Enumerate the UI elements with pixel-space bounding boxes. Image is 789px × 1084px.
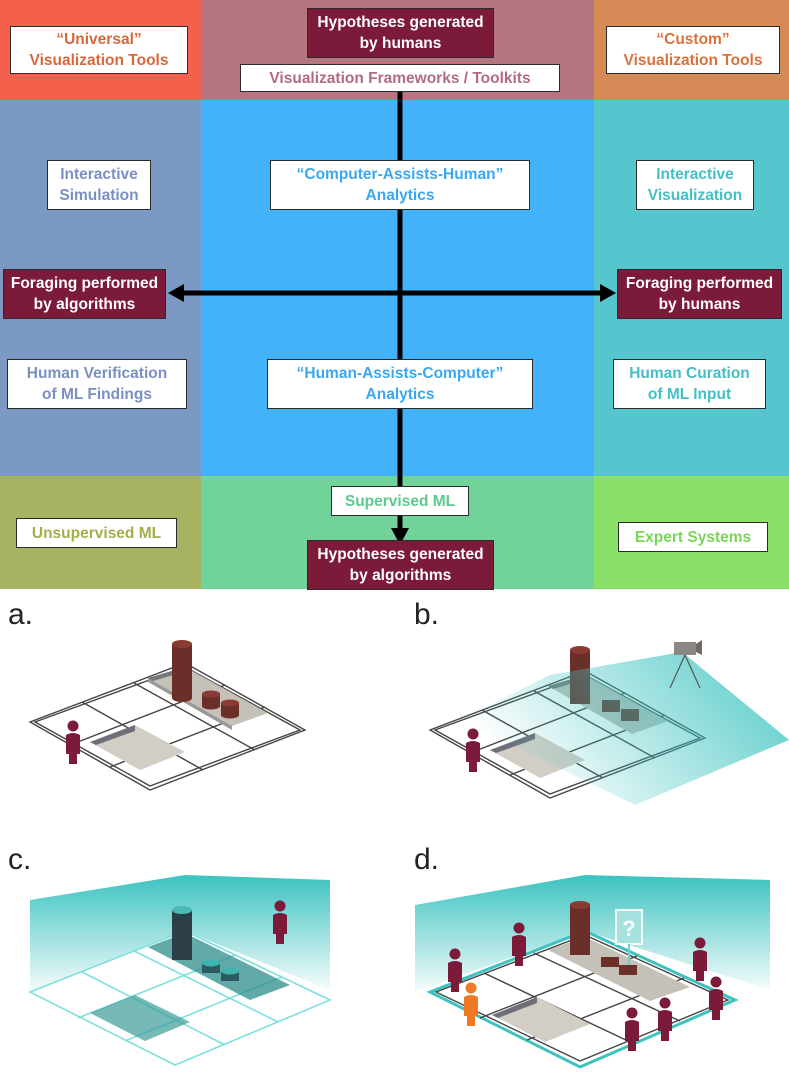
pit-bottom [90, 995, 190, 1041]
person-figure [658, 997, 672, 1041]
panel-c-letter: c. [8, 843, 32, 876]
person-figure [693, 937, 707, 981]
panel-c-illustration [28, 875, 332, 1066]
person-figures [448, 922, 723, 1051]
cylinders-short [601, 957, 637, 975]
unsupervised-ml-label: Unsupervised ML [16, 518, 177, 548]
human-verification-label: Human Verification of ML Findings [7, 359, 187, 409]
person-figure [625, 1007, 639, 1051]
cylinder-tall [172, 906, 192, 960]
wall-right [185, 875, 330, 990]
cylinders-short [202, 959, 239, 981]
cylinder-tall [570, 901, 590, 955]
person-figure [66, 720, 80, 764]
foraging-by-humans-label: Foraging performed by humans [617, 269, 782, 319]
hypotheses-by-humans-label: Hypotheses generated by humans [307, 8, 494, 58]
wall-left [30, 875, 185, 992]
cylinder-short-1 [202, 690, 220, 710]
panel-a-letter: a. [8, 598, 34, 631]
pit-bottom [90, 725, 185, 770]
computer-assists-human-label: “Computer-Assists-Human” Analytics [270, 160, 530, 210]
interactive-simulation-label: Interactive Simulation [47, 160, 151, 210]
person-figure-highlighted [464, 982, 478, 1026]
hypotheses-by-algorithms-label: Hypotheses generated by algorithms [307, 540, 494, 590]
panel-b-illustration [428, 640, 789, 805]
question-sign [615, 909, 643, 965]
cylinder-tall [172, 640, 192, 702]
interactive-visualization-label: Interactive Visualization [636, 160, 754, 210]
universal-visualization-tools-label: “Universal” Visualization Tools [10, 26, 188, 74]
wall-right [585, 875, 770, 990]
question-mark-icon: ? [622, 916, 635, 941]
person-figure [273, 900, 287, 944]
panel-d-illustration: ? [415, 875, 770, 1069]
human-assists-computer-label: “Human-Assists-Computer” Analytics [267, 359, 533, 409]
human-curation-label: Human Curation of ML Input [613, 359, 766, 409]
panel-b-letter: b. [414, 598, 440, 631]
person-figure [466, 728, 480, 772]
camera-icon [669, 640, 702, 689]
person-figure [709, 976, 723, 1020]
foraging-by-algorithms-label: Foraging performed by algorithms [3, 269, 166, 319]
wall-left [415, 875, 585, 992]
pit-bottom [492, 997, 590, 1042]
panel-a-illustration [28, 640, 307, 791]
camera-beam [460, 652, 789, 805]
person-figure [448, 948, 462, 992]
floor-outline [426, 929, 739, 1069]
supervised-ml-label: Supervised ML [331, 486, 469, 516]
panel-d-letter: d. [414, 843, 440, 876]
cylinder-short-2 [221, 699, 239, 719]
expert-systems-label: Expert Systems [618, 522, 768, 552]
person-figure [512, 922, 526, 966]
visualization-frameworks-label: Visualization Frameworks / Toolkits [240, 64, 560, 92]
custom-visualization-tools-label: “Custom” Visualization Tools [606, 26, 780, 74]
